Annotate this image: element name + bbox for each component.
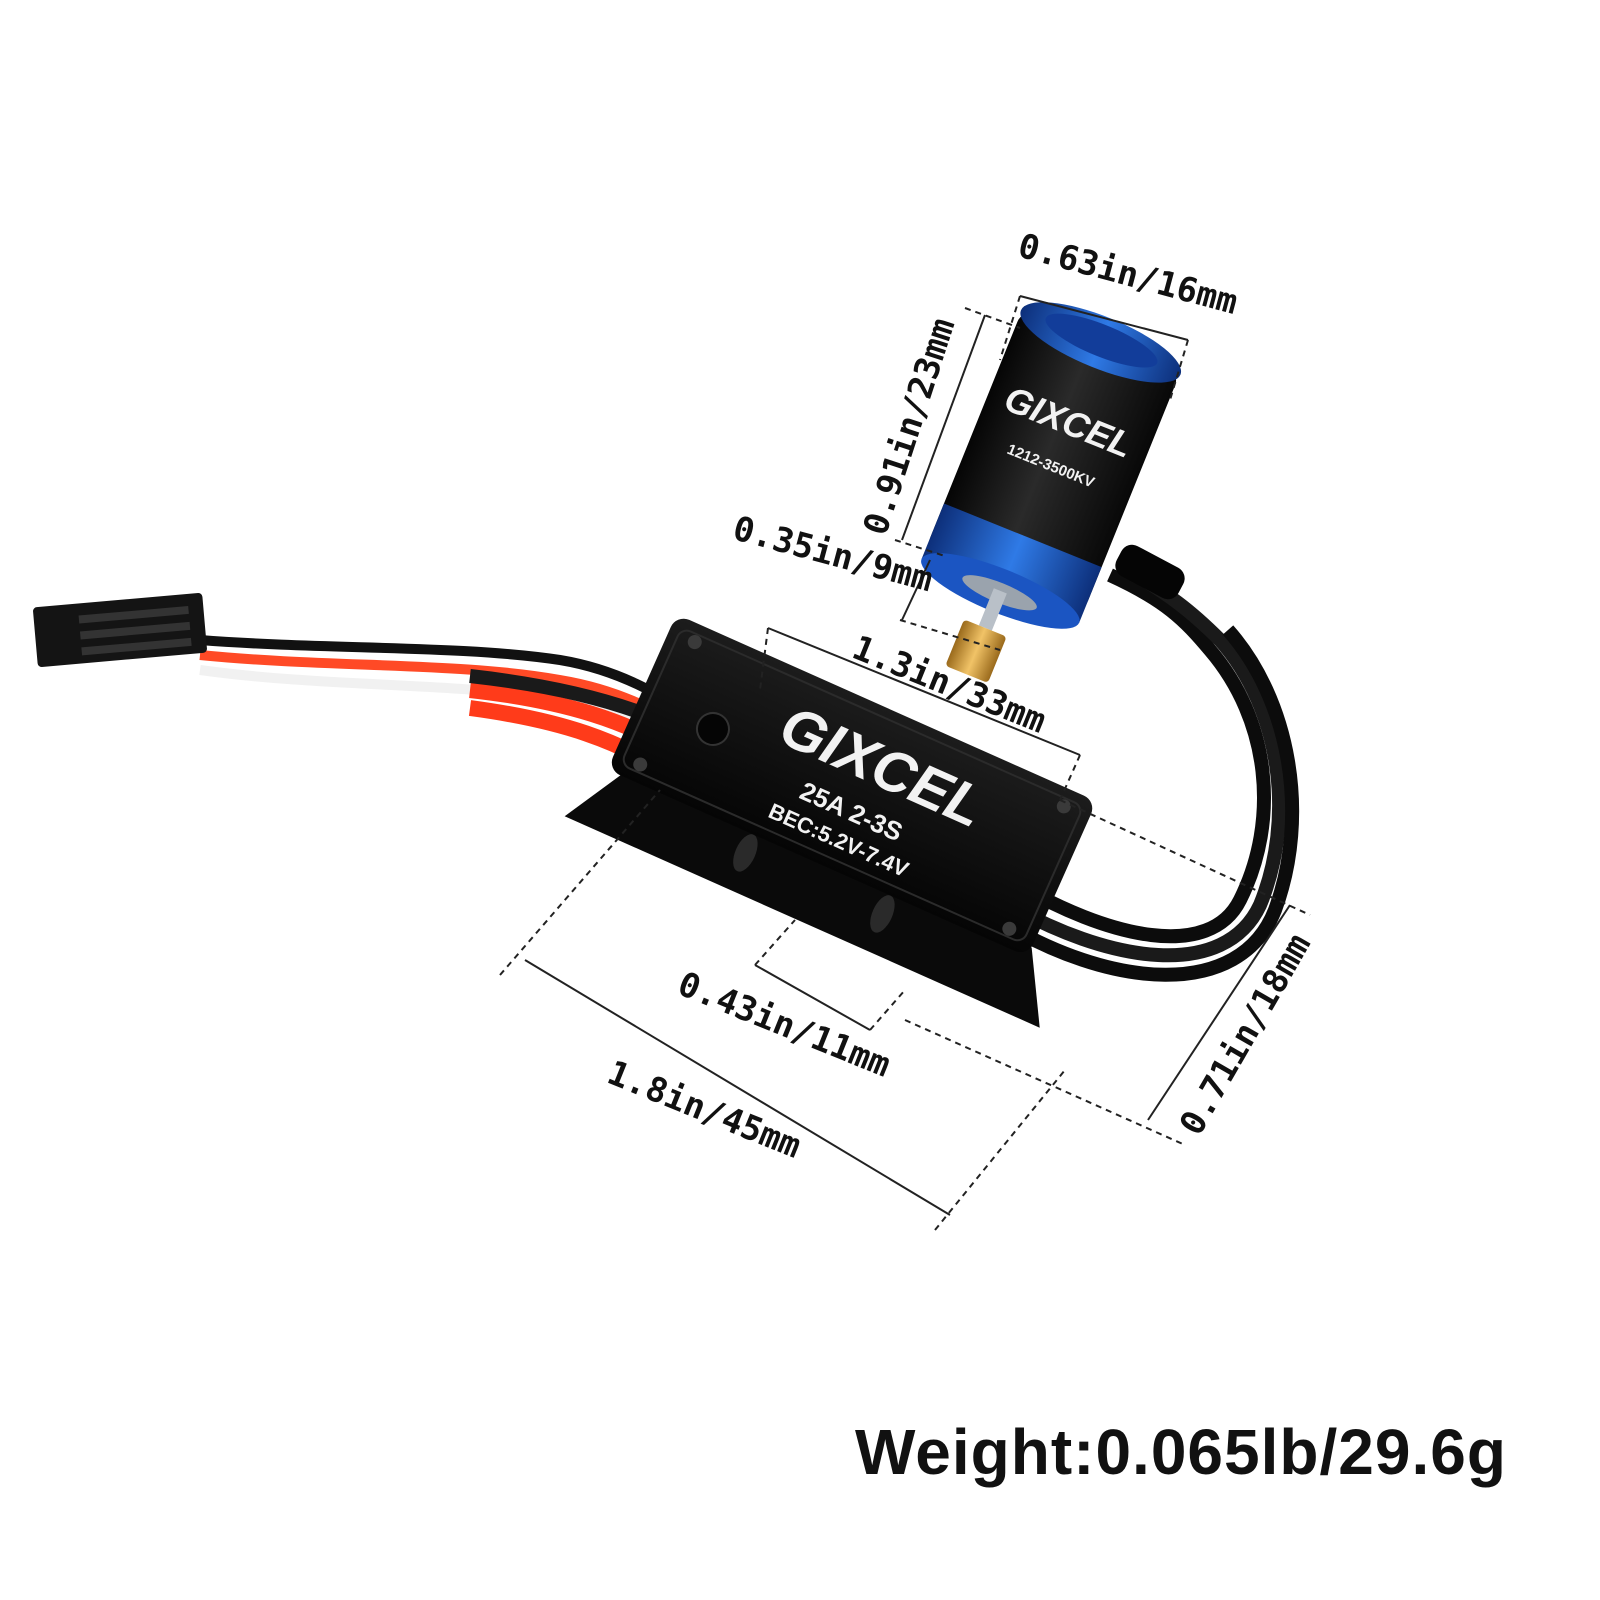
dim-shaft-length: 0.35in/9mm (729, 509, 937, 601)
motor-phase-wires (991, 544, 1300, 982)
weight-label: Weight:0.065lb/29.6g (855, 1416, 1507, 1488)
servo-connector (33, 593, 207, 667)
dimension-lines (499, 295, 1311, 1231)
esc-unit: GIXCEL 25A 2-3S BEC:5.2V-7.4V (564, 618, 1093, 1028)
brushless-motor: GIXCEL 1212-3500KV (921, 302, 1182, 682)
pinion-gear (946, 620, 1006, 682)
esc-button (695, 711, 730, 746)
